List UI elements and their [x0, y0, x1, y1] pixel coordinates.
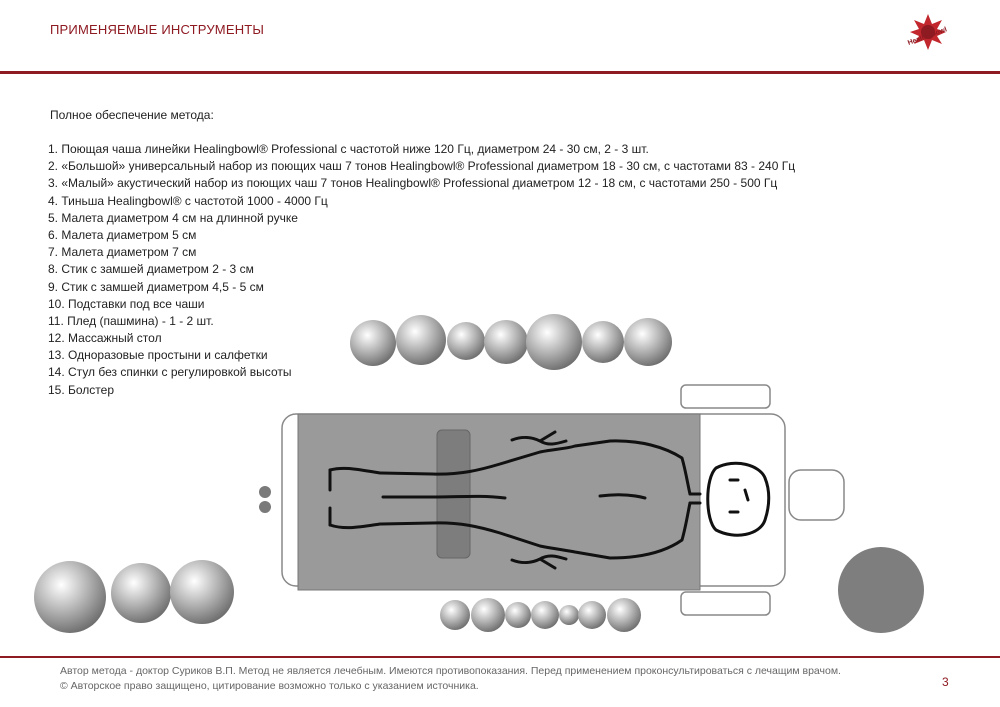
stool	[838, 547, 924, 633]
table-headrest	[788, 469, 845, 521]
list-item: 10. Подставки под все чаши	[48, 296, 205, 311]
bowl	[607, 598, 641, 632]
bowl	[559, 605, 579, 625]
footer-note: Автор метода - доктор Суриков В.П. Метод…	[60, 664, 841, 694]
list-item: 8. Стик с замшей диаметром 2 - 3 см	[48, 262, 254, 277]
bowl-set-lower	[440, 598, 641, 632]
bowl	[111, 563, 171, 623]
page-number: 3	[942, 675, 949, 689]
list-item: 15. Болстер	[48, 382, 115, 397]
sheet	[297, 413, 701, 591]
copyright-text: © Авторское право защищено, цитирование …	[60, 680, 479, 692]
table-armrest	[680, 591, 771, 616]
healingbowl-logo: Healingbowl	[907, 14, 948, 50]
bowl	[170, 560, 234, 624]
intro-text: Полное обеспечение метода:	[50, 108, 214, 122]
page-title: ПРИМЕНЯЕМЫЕ ИНСТРУМЕНТЫ	[50, 22, 265, 37]
list-item: 11. Плед (пашмина) - 1 - 2 шт.	[48, 313, 214, 328]
bowl	[505, 602, 531, 628]
footer-divider	[0, 656, 1000, 658]
list-item: 13. Одноразовые простыни и салфетки	[48, 348, 268, 363]
list-item: 2. «Большой» универсальный набор из поющ…	[48, 159, 796, 174]
bowl-set-large	[34, 560, 234, 633]
disclaimer-text: Автор метода - доктор Суриков В.П. Метод…	[60, 665, 841, 677]
list-item: 14. Стул без спинки с регулировкой высот…	[48, 365, 292, 380]
list-item: 1. Поющая чаша линейки Healingbowl® Prof…	[48, 142, 649, 156]
list-item: 12. Массажный стол	[48, 331, 162, 346]
list-item: 5. Малета диаметром 4 см на длинной ручк…	[48, 210, 298, 225]
list-item: 6. Малета диаметром 5 см	[48, 227, 197, 242]
list-item: 4. Тиньша Healingbowl® с частотой 1000 -…	[48, 193, 328, 208]
person-figure	[328, 430, 771, 570]
massage-table	[281, 384, 845, 616]
list-item: 3. «Малый» акустический набор из поющих …	[48, 176, 778, 191]
list-item: 9. Стик с замшей диаметром 4,5 - 5 см	[48, 279, 264, 294]
table-top	[281, 413, 786, 587]
header-divider	[0, 71, 1000, 74]
bowl	[440, 600, 470, 630]
bowl	[34, 561, 106, 633]
list-item: 7. Малета диаметром 7 см	[48, 245, 197, 260]
tools-list: 1. Поющая чаша линейки Healingbowl® Prof…	[48, 141, 795, 399]
bowl	[578, 601, 606, 629]
bowl	[471, 598, 505, 632]
bowl	[531, 601, 559, 629]
tingsha	[259, 486, 271, 513]
bolster	[436, 429, 471, 559]
